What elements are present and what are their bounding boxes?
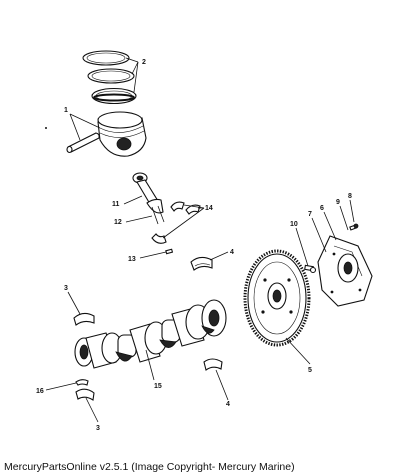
callout-2: 2	[142, 59, 146, 66]
callout-labels: 2 1 11 12 14 13 4 3 15 4 16 3 5 10 7 6 9…	[36, 59, 352, 432]
callout-5: 5	[308, 367, 312, 374]
piston-assembly	[45, 111, 147, 157]
callout-3-upper: 3	[64, 285, 68, 292]
rod-bearings	[151, 201, 201, 244]
adapter-plate	[317, 235, 373, 307]
main-bearing-lower	[203, 358, 223, 371]
callout-1: 1	[64, 107, 68, 114]
connecting-rod	[132, 172, 165, 225]
piston-rings	[82, 50, 137, 105]
callout-8: 8	[348, 193, 352, 200]
crankshaft	[74, 299, 227, 369]
flywheel	[243, 249, 311, 347]
callout-7: 7	[308, 211, 312, 218]
callout-11: 11	[112, 201, 120, 208]
fasteners	[304, 223, 359, 274]
callout-3-lower: 3	[96, 425, 100, 432]
main-bearing-left	[73, 312, 95, 326]
callout-9: 9	[336, 199, 340, 206]
callout-4-upper: 4	[230, 249, 234, 256]
callout-4-lower: 4	[226, 401, 230, 408]
callout-16: 16	[36, 388, 44, 395]
dowel-pin	[165, 248, 174, 255]
main-bearing-bottom	[75, 379, 95, 401]
callout-10: 10	[290, 221, 298, 228]
callout-13: 13	[128, 256, 136, 263]
copyright-caption: MercuryPartsOnline v2.5.1 (Image Copyrig…	[4, 461, 295, 473]
callout-6: 6	[320, 205, 324, 212]
callout-12: 12	[114, 219, 122, 226]
callout-14: 14	[205, 205, 213, 212]
main-bearing-upper	[190, 256, 213, 271]
leader-lines	[45, 57, 355, 423]
callout-15: 15	[154, 383, 162, 390]
